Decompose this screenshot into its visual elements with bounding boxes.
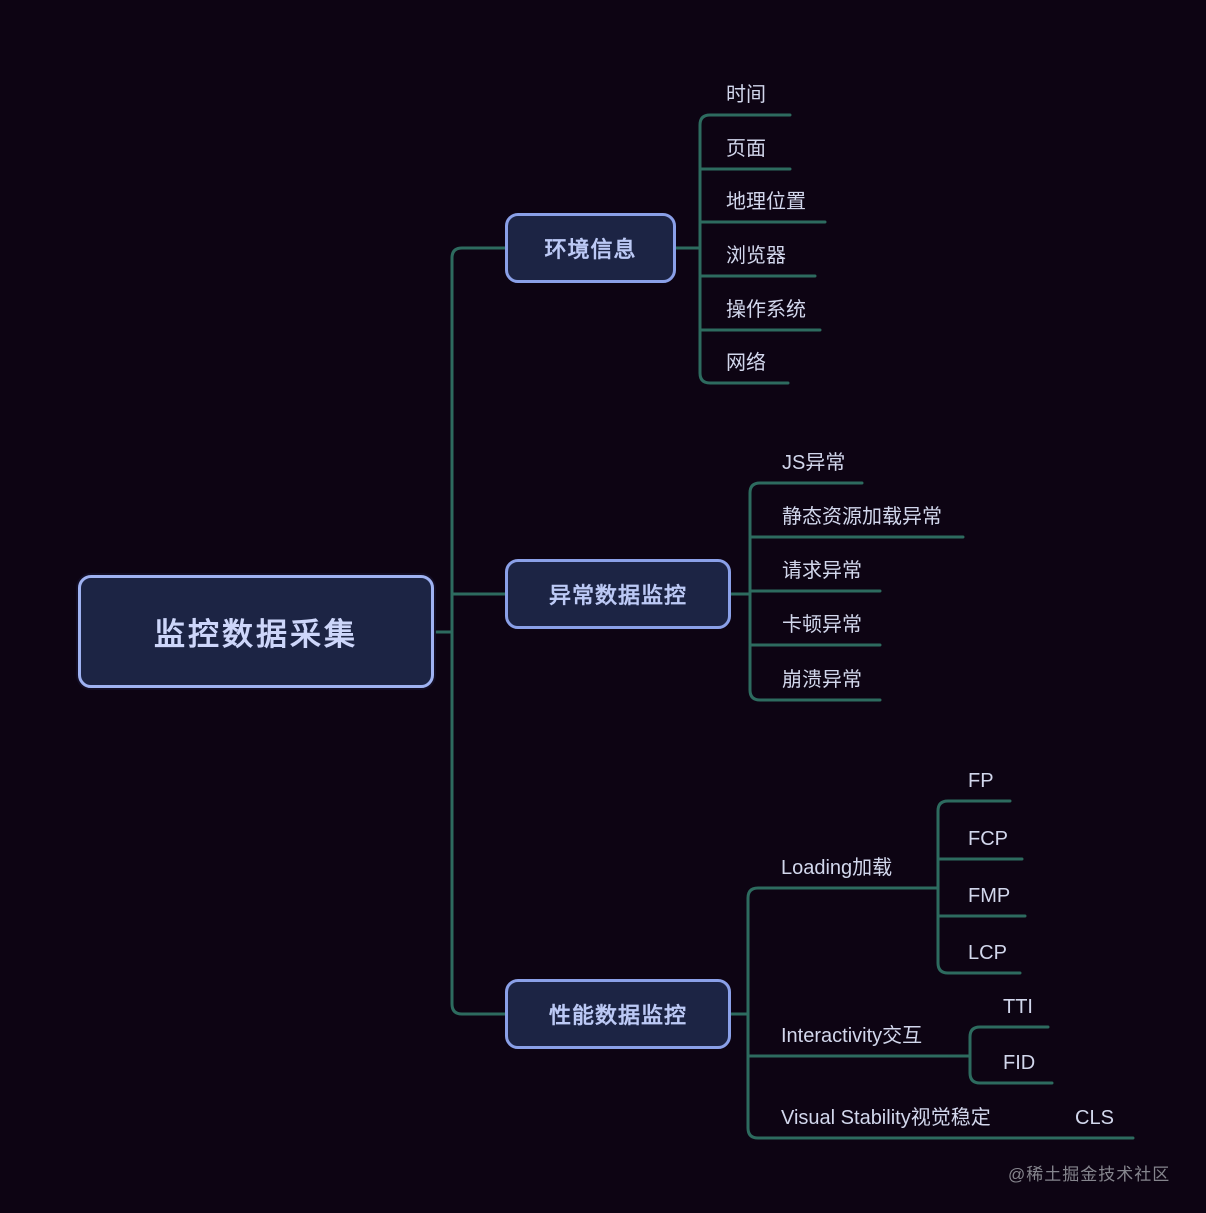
leaf-fid[interactable]: FID bbox=[1003, 1052, 1036, 1074]
subbranch-loading[interactable]: Loading加载 bbox=[781, 857, 893, 879]
subbranch-interactivity[interactable]: Interactivity交互 bbox=[781, 1025, 923, 1047]
root-node[interactable]: 监控数据采集 bbox=[78, 575, 434, 688]
leaf-fp[interactable]: FP bbox=[968, 770, 994, 792]
branch-node-performance-monitoring[interactable]: 性能数据监控 bbox=[505, 979, 731, 1049]
leaf-lcp[interactable]: LCP bbox=[968, 942, 1007, 964]
leaf-page[interactable]: 页面 bbox=[726, 138, 766, 160]
interactivity-spine bbox=[968, 1025, 1054, 1085]
leaf-geolocation[interactable]: 地理位置 bbox=[726, 191, 806, 213]
exception-leaf-underlines bbox=[748, 535, 965, 647]
leaf-js-error[interactable]: JS异常 bbox=[782, 452, 846, 474]
branch-node-environment-info[interactable]: 环境信息 bbox=[505, 213, 676, 283]
leaf-fmp[interactable]: FMP bbox=[968, 885, 1011, 907]
leaf-browser[interactable]: 浏览器 bbox=[726, 245, 786, 267]
trunk-link bbox=[450, 246, 507, 1016]
performance-spine bbox=[746, 886, 1135, 1140]
leaf-fcp[interactable]: FCP bbox=[968, 828, 1008, 850]
leaf-cls[interactable]: CLS bbox=[1075, 1107, 1114, 1129]
leaf-tti[interactable]: TTI bbox=[1003, 996, 1033, 1018]
leaf-crash-error[interactable]: 崩溃异常 bbox=[782, 669, 862, 691]
subbranch-visual-stability[interactable]: Visual Stability视觉稳定 bbox=[781, 1107, 991, 1129]
leaf-lag-error[interactable]: 卡顿异常 bbox=[782, 614, 862, 636]
branch-node-exception-monitoring[interactable]: 异常数据监控 bbox=[505, 559, 731, 629]
watermark: @稀土掘金技术社区 bbox=[1008, 1165, 1171, 1184]
leaf-request-error[interactable]: 请求异常 bbox=[782, 560, 862, 582]
leaf-os[interactable]: 操作系统 bbox=[726, 299, 806, 321]
env-leaf-underlines bbox=[698, 167, 827, 332]
leaf-network[interactable]: 网络 bbox=[726, 352, 766, 374]
leaf-static-resource-error[interactable]: 静态资源加载异常 bbox=[782, 506, 942, 528]
loading-leaf-underlines bbox=[936, 857, 1027, 918]
leaf-time[interactable]: 时间 bbox=[726, 84, 766, 106]
loading-spine bbox=[936, 799, 1022, 975]
env-spine bbox=[698, 113, 792, 385]
